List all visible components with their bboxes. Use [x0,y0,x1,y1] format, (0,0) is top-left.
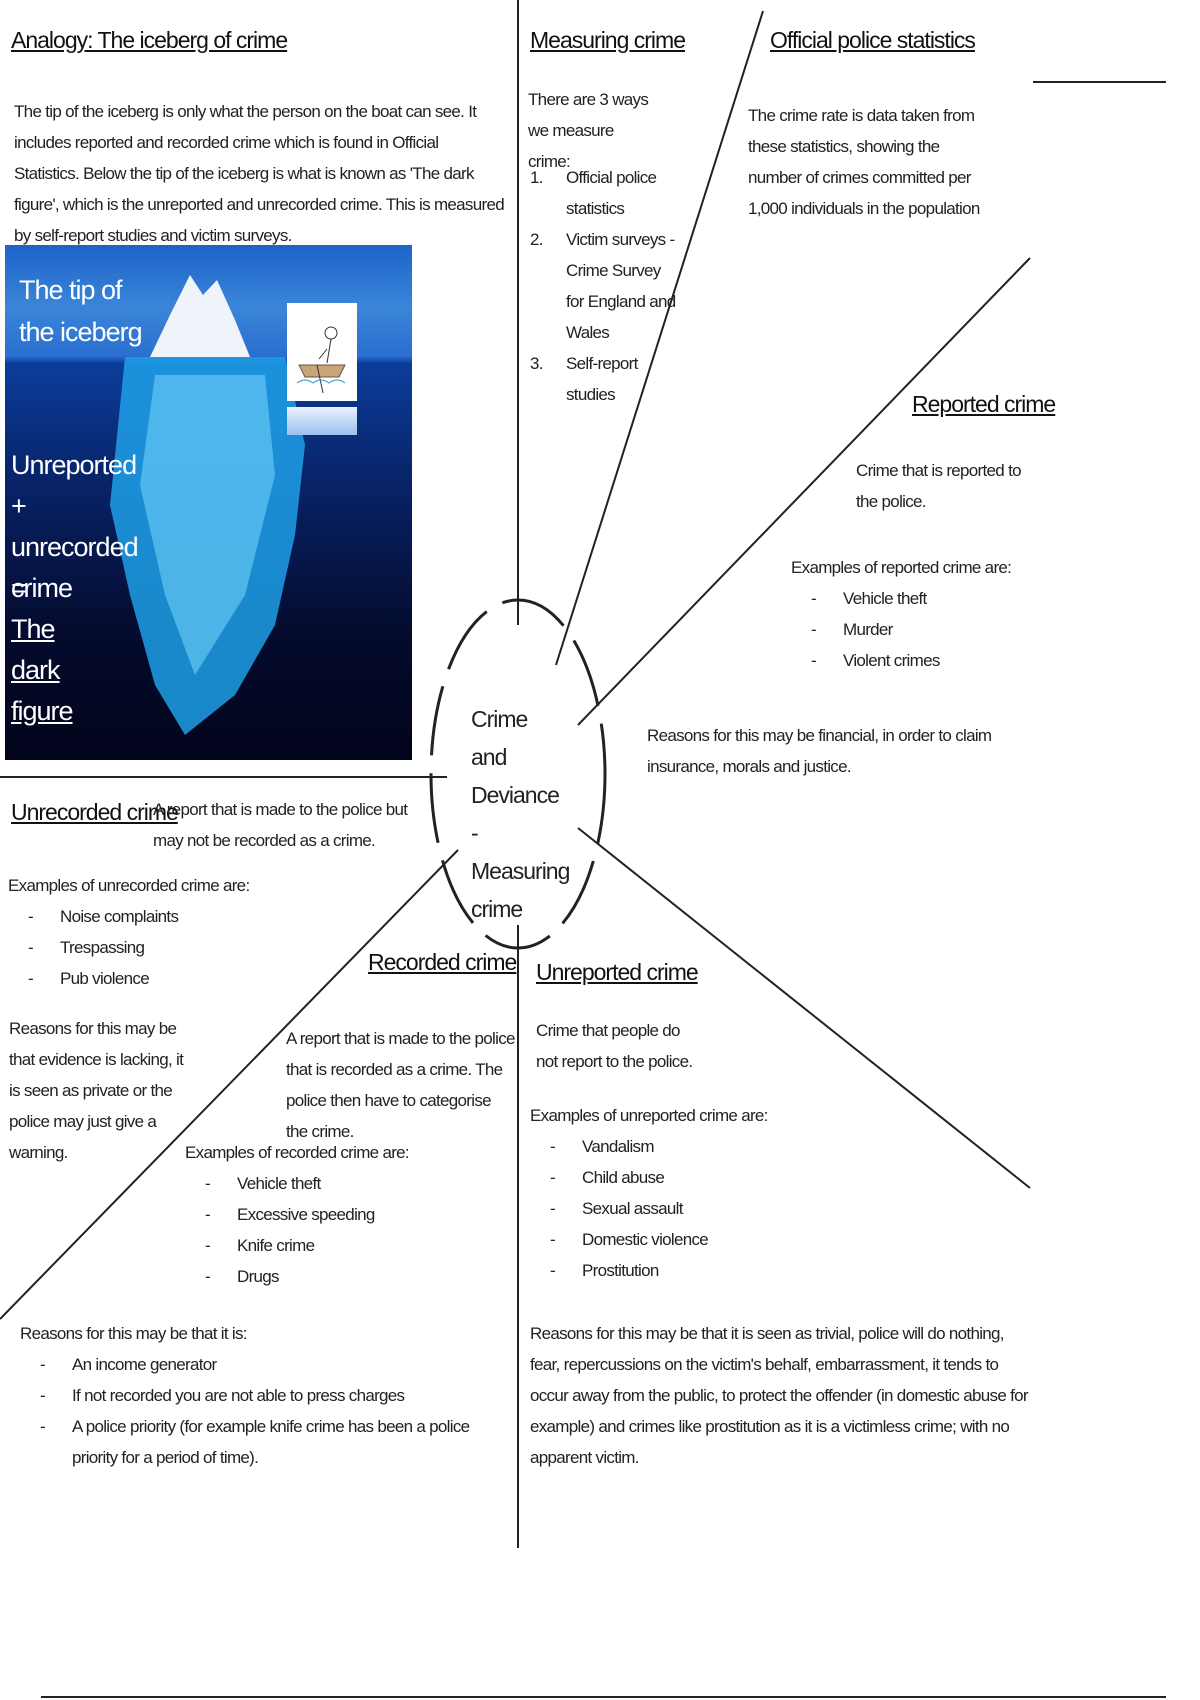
list-item: 1.Official police statistics [530,168,657,218]
list-item: Vandalism [530,1131,830,1162]
reported-examples-intro: Examples of reported crime are: [791,558,1012,577]
list-item: If not recorded you are not able to pres… [20,1380,490,1411]
list-item: Violent crimes [791,645,1031,676]
reported-reasons: Reasons for this may be financial, in or… [647,726,992,776]
measuring-intro: There are 3 ways we measure crime: [528,90,649,171]
branch-reported [577,257,1031,726]
list-item: Child abuse [530,1162,830,1193]
list-item: Sexual assault [530,1193,830,1224]
reported-examples: Vehicle theft Murder Violent crimes [791,583,1031,676]
recorded-examples-intro: Examples of recorded crime are: [185,1143,410,1162]
recorded-examples: Vehicle theft Excessive speeding Knife c… [185,1168,485,1292]
branch-recorded [0,849,459,1320]
recorded-reasons: An income generator If not recorded you … [20,1349,490,1473]
unreported-examples-intro: Examples of unreported crime are: [530,1106,768,1125]
list-item: Vehicle theft [791,583,1031,614]
boat-picture [287,303,357,401]
list-item: 3.Self-report studies [530,354,638,404]
list-item: Murder [791,614,1031,645]
reported-title: Reported crime [912,391,1056,417]
reported-definition: Crime that is reported to the police. [856,461,1022,511]
list-item: Noise complaints [8,901,258,932]
measuring-list: 1.Official police statistics 2.Victim su… [528,162,678,410]
list-item: Excessive speeding [185,1199,485,1230]
list-item: Knife crime [185,1230,485,1261]
list-item: An income generator [20,1349,490,1380]
iceberg-description: The tip of the iceberg is only what the … [14,102,505,245]
unrecorded-reasons: Reasons for this may be that evidence is… [9,1019,184,1162]
official-text: The crime rate is data taken from these … [748,106,980,218]
dark-figure-equals: = [11,573,27,603]
recorded-definition: A report that is made to the police that… [286,1029,515,1141]
unreported-reasons: Reasons for this may be that it is seen … [530,1324,1029,1467]
unrecorded-definition: A report that is made to the police but … [153,800,408,850]
recorded-title: Recorded crime [368,949,517,975]
list-item: Vehicle theft [185,1168,485,1199]
center-circle [429,598,607,950]
list-item: Prostitution [530,1255,830,1286]
boat-caption-strip [287,407,357,435]
unrecorded-examples: Noise complaints Trespassing Pub violenc… [8,901,258,994]
iceberg-image: The tip of the iceberg Unreported + unre… [5,245,412,760]
list-item: 2.Victim surveys - Crime Survey for Engl… [530,230,676,342]
branch-official [555,10,764,666]
official-title: Official police statistics [770,27,976,53]
tip-label: The tip of the iceberg [19,275,143,347]
unreported-examples: Vandalism Child abuse Sexual assault Dom… [530,1131,830,1286]
unreported-definition: Crime that people do not report to the p… [536,1021,693,1071]
unrecorded-examples-intro: Examples of unrecorded crime are: [8,876,250,895]
list-item: Domestic violence [530,1224,830,1255]
list-item: Drugs [185,1261,485,1292]
list-item: Pub violence [8,963,258,994]
iceberg-title: Analogy: The iceberg of crime [11,27,288,53]
unreported-title: Unreported crime [536,959,699,985]
branch-unreported [577,827,1031,1189]
dark-figure-label-2: The dark figure [11,614,74,726]
central-topic: Crime and Deviance - Measuring crime [471,706,570,922]
recorded-reasons-intro: Reasons for this may be that it is: [20,1324,248,1343]
measuring-title: Measuring crime [530,27,686,53]
list-item: Trespassing [8,932,258,963]
dark-figure-label-1: Unreported + unrecorded crime [11,450,139,603]
list-item: A police priority (for example knife cri… [20,1411,490,1473]
unrecorded-title: Unrecorded crime [11,799,179,825]
